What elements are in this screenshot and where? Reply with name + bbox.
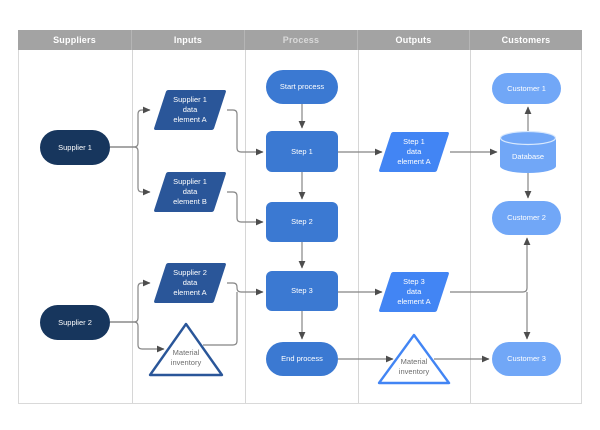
column-header-customers[interactable]: Customers xyxy=(470,30,582,50)
node-step-2[interactable]: Step 2 xyxy=(266,202,338,242)
column-header-label: Suppliers xyxy=(53,35,96,45)
node-step-1[interactable]: Step 1 xyxy=(266,131,338,172)
node-customer-1[interactable]: Customer 1 xyxy=(492,73,561,104)
node-in-material[interactable]: Material inventory xyxy=(148,322,224,377)
column-header-label: Outputs xyxy=(395,35,432,45)
rect-shape xyxy=(266,271,338,311)
node-customer-2[interactable]: Customer 2 xyxy=(492,201,561,235)
column-separator xyxy=(470,50,471,403)
column-separator xyxy=(132,50,133,403)
node-out-step1-a[interactable]: Step 1 data element A xyxy=(378,132,450,172)
column-separator xyxy=(245,50,246,403)
node-s2-data-a[interactable]: Supplier 2 data element A xyxy=(153,263,227,303)
stadium-shape xyxy=(40,305,110,340)
triangle-shape xyxy=(377,333,451,385)
parallelogram-shape xyxy=(153,263,227,303)
parallelogram-shape xyxy=(378,132,450,172)
node-s1-data-b[interactable]: Supplier 1 data element B xyxy=(153,172,227,212)
node-end-process[interactable]: End process xyxy=(266,342,338,376)
stadium-shape xyxy=(492,201,561,235)
column-separator xyxy=(358,50,359,403)
stadium-shape xyxy=(492,73,561,104)
rect-shape xyxy=(266,131,338,172)
rect-shape xyxy=(266,202,338,242)
stadium-shape xyxy=(266,70,338,104)
parallelogram-shape xyxy=(153,90,227,130)
node-customer-3[interactable]: Customer 3 xyxy=(492,342,561,376)
column-header-label: Process xyxy=(282,35,320,45)
column-header-label: Customers xyxy=(501,35,551,45)
stadium-shape xyxy=(492,342,561,376)
node-supplier-2[interactable]: Supplier 2 xyxy=(40,305,110,340)
node-s1-data-a[interactable]: Supplier 1 data element A xyxy=(153,90,227,130)
column-header-outputs[interactable]: Outputs xyxy=(358,30,470,50)
stadium-shape xyxy=(266,342,338,376)
column-header-label: Inputs xyxy=(173,35,203,45)
node-start-process[interactable]: Start process xyxy=(266,70,338,104)
parallelogram-shape xyxy=(153,172,227,212)
cylinder-shape xyxy=(499,130,557,173)
node-supplier-1[interactable]: Supplier 1 xyxy=(40,130,110,165)
stadium-shape xyxy=(40,130,110,165)
node-database[interactable]: Database xyxy=(499,130,557,173)
parallelogram-shape xyxy=(378,272,450,312)
column-header-inputs[interactable]: Inputs xyxy=(132,30,245,50)
column-header-suppliers[interactable]: Suppliers xyxy=(18,30,132,50)
node-out-step3-a[interactable]: Step 3 data element A xyxy=(378,272,450,312)
node-out-material[interactable]: Material inventory xyxy=(377,333,451,385)
node-step-3[interactable]: Step 3 xyxy=(266,271,338,311)
triangle-shape xyxy=(148,322,224,377)
column-header-process[interactable]: Process xyxy=(245,30,358,50)
